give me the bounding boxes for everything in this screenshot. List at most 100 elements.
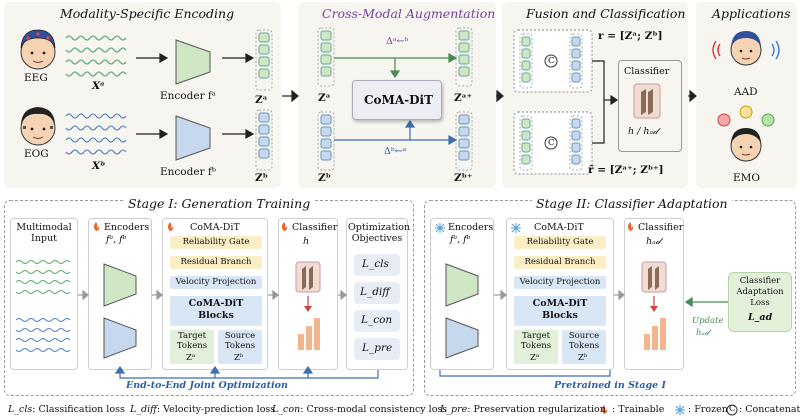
legend-concat-sym: C: [729, 404, 736, 414]
stage1-target-z: Zᵃ: [186, 353, 196, 363]
stage1-reliability-gate: Reliability Gate: [170, 236, 262, 249]
eeg-label: EEG: [24, 72, 48, 84]
stage1-source-label: Source Tokens: [224, 331, 256, 351]
stage2-target-box: [514, 330, 558, 364]
legend-frozen: : Frozen: [688, 404, 728, 415]
legend-l-con-desc: : Cross-modal consistency loss: [300, 404, 448, 415]
stage1-source-box: [218, 330, 262, 364]
classifier-top-box: [618, 60, 682, 152]
stage1-source-z: Zᵇ: [234, 353, 244, 363]
stage2-classifier-h: hₐ𝒹: [646, 236, 661, 247]
eeg-signal-icon: [65, 35, 127, 77]
encoding-title: Modality-Specific Encoding: [60, 6, 235, 21]
stage1-dit-title: CoMA-DiT: [190, 222, 240, 233]
stage2-blocks-box: [514, 296, 606, 326]
eog-face-icon: [20, 107, 56, 146]
stage2-encoder-b-icon: [445, 317, 479, 359]
stage1-eeg-waves-icon: [15, 260, 71, 294]
legend-l-diff-sym: L_diff: [130, 404, 157, 415]
stage2-target-label: Target Tokens: [520, 331, 552, 351]
concat-symbol-bottom: C: [548, 138, 555, 148]
xa-label: Xᵃ: [92, 80, 105, 92]
objective-cls-box: [354, 254, 400, 276]
stage1-encoders-title: Encoders: [104, 222, 150, 233]
legend-l-pre-desc: : Preservation regularization: [467, 404, 606, 415]
eog-label: EOG: [24, 148, 49, 160]
stage2-reliability-gate: Reliability Gate: [514, 236, 606, 249]
coma-dit-top-label: CoMA-DiT: [364, 93, 434, 107]
legend-l-con-sym: L_con: [272, 404, 301, 415]
stage1-residual-branch: Residual Branch: [170, 256, 262, 269]
stage1-classifier-title: Classifier: [292, 222, 338, 233]
snowflake-icon: [435, 223, 685, 415]
classifier-icon: [633, 83, 661, 119]
objective-cls: L_cls: [362, 258, 389, 270]
stage2-source-label: Source Tokens: [568, 331, 600, 351]
legend-l-diff-desc: : Velocity-prediction loss: [156, 404, 276, 415]
classifier-top-label: Classifier: [624, 66, 670, 77]
concat-legend-icon: [726, 404, 738, 416]
encoder-a-icon: [175, 39, 211, 85]
stage2-loss-box: [728, 272, 792, 332]
stage2-encoder-a-icon: [445, 263, 479, 307]
concat-symbol-top: C: [548, 56, 555, 66]
encoder-b-label: Encoder fᵇ: [160, 166, 217, 178]
emo-label: EMO: [733, 172, 761, 184]
aug-zb-out-label: Zᵇ⁺: [454, 172, 473, 184]
objective-diff-box: [354, 282, 400, 304]
aug-za-out: [455, 27, 473, 87]
encoder-b-icon: [175, 115, 211, 161]
stage1-encoders-fn: fᵃ, fᵇ: [106, 234, 127, 245]
legend-trainable: : Trainable: [612, 404, 665, 415]
xb-label: Xᵇ: [92, 160, 106, 172]
fusion-r-tilde-stack: [513, 111, 593, 175]
token-stack-za: [255, 29, 273, 91]
stage2-source-z: Zᵇ: [578, 353, 588, 363]
token-stack-zb: [255, 109, 273, 171]
stage2-classifier-icon: [641, 261, 667, 350]
r-equation: r = [Zᵃ; Zᵇ]: [598, 30, 663, 42]
classifier-top-h: h / hₐ𝒹: [628, 126, 658, 137]
aug-za-in: [317, 27, 335, 87]
legend-l-pre-sym: L_pre: [440, 404, 468, 415]
stage1-encoder-a-icon: [103, 263, 137, 307]
stage2-dit-title: CoMA-DiT: [534, 222, 584, 233]
stage1-input-title: Multimodal Input: [16, 222, 72, 244]
fusion-r-stack: [513, 29, 593, 93]
stage1-title: Stage I: Generation Training: [124, 196, 315, 211]
legend-l-cls-sym: L_cls: [8, 404, 33, 415]
stage2-update-h: hₐ𝒹: [696, 328, 709, 338]
r-tilde-equation: r̃ = [Zᵃ⁺; Zᵇ⁺]: [588, 164, 664, 176]
stage1-target-label: Target Tokens: [176, 331, 208, 351]
encoder-a-label: Encoder fᵃ: [160, 90, 216, 102]
aug-za-in-label: Zᵃ: [318, 92, 331, 104]
objective-con-box: [354, 310, 400, 332]
za-label: Zᵃ: [255, 94, 268, 106]
aug-zb-in-label: Zᵇ: [318, 172, 331, 184]
objective-diff: L_diff: [360, 286, 390, 298]
stage1-velocity-projection: Velocity Projection: [170, 276, 262, 289]
delta-ab-label: Δᵃ←ᵇ: [386, 36, 409, 47]
stage2-classifier-title: Classifier: [638, 222, 684, 233]
stage1-objectives-title: Optimization Objectives: [348, 222, 411, 244]
stage2-loss-sym: L_ad: [748, 312, 773, 323]
eog-signal-icon: [65, 113, 127, 155]
zb-label: Zᵇ: [255, 172, 268, 184]
legend-l-cls: L_cls: Classification loss: [8, 404, 125, 415]
applications-title: Applications: [712, 6, 791, 21]
stage1-blocks-box: [170, 296, 262, 326]
stage2-velocity-projection: Velocity Projection: [514, 276, 606, 289]
stage1-eog-waves-icon: [15, 318, 71, 352]
legend-l-pre: L_pre: Preservation regularization: [440, 404, 606, 415]
legend-concatenate: : Concatenate: [739, 404, 800, 415]
delta-ba-label: Δᵇ←ᵃ: [384, 146, 407, 157]
objective-con: L_con: [361, 314, 393, 326]
emo-head-icon: [717, 105, 775, 162]
stage2-target-z: Zᵃ: [530, 353, 540, 363]
augmentation-title: Cross-Modal Augmentation: [322, 6, 496, 21]
stage2-source-box: [562, 330, 606, 364]
eeg-face-icon: [20, 29, 56, 70]
objective-pre-box: [354, 338, 400, 360]
